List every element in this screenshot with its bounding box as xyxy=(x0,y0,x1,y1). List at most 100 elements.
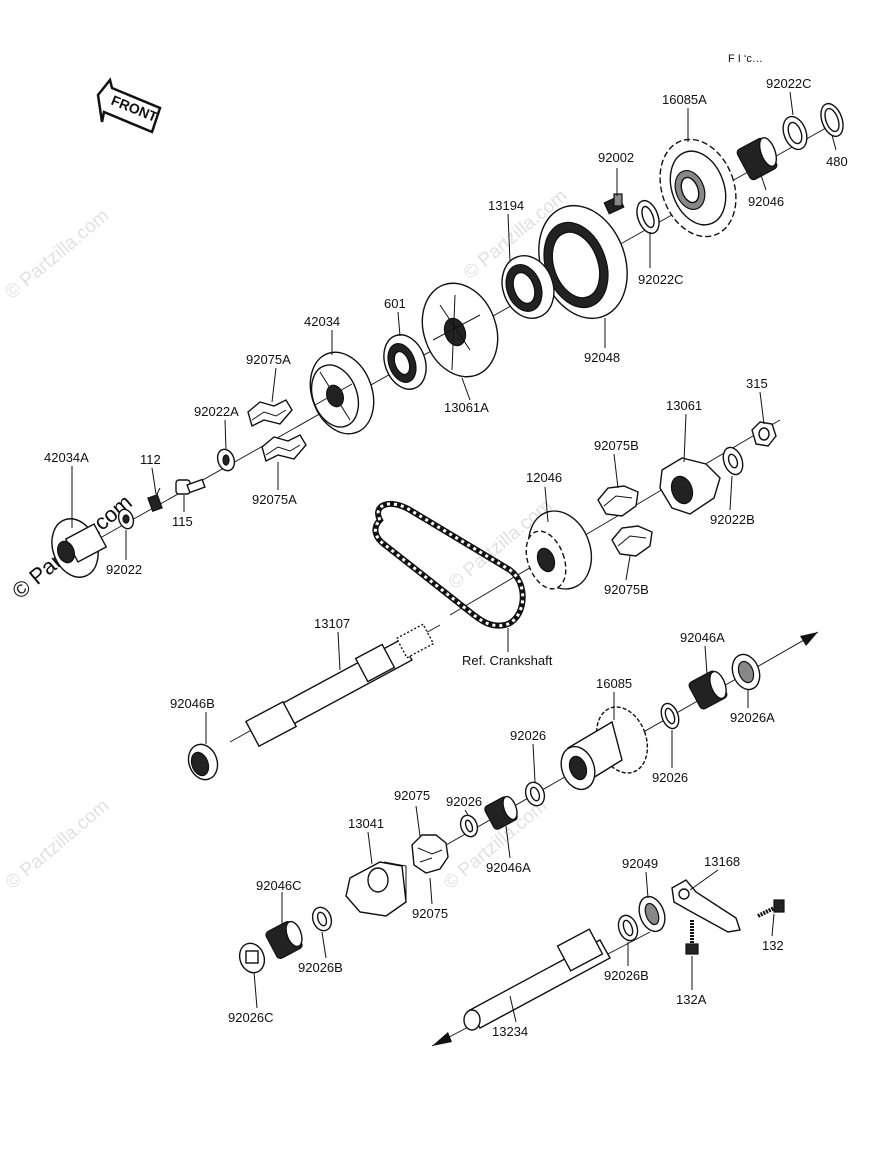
label-132A: 132A xyxy=(676,992,707,1007)
label-92026A: 92026A xyxy=(730,710,775,725)
axis-arrow-upper xyxy=(800,632,818,646)
axis-arrow-lower xyxy=(432,1032,452,1046)
label-92075B-bottom: 92075B xyxy=(604,582,649,597)
label-92026-b: 92026 xyxy=(446,794,482,809)
cam-13041 xyxy=(345,861,407,917)
needle-bearing-92046C xyxy=(265,920,303,960)
watermark-1: © Partzilla.com xyxy=(2,205,114,303)
label-92046B: 92046B xyxy=(170,696,215,711)
needle-bearing-92046A-right xyxy=(688,670,728,710)
label-92075A-bottom: 92075A xyxy=(252,492,297,507)
plate-13061A xyxy=(421,282,499,378)
label-12046: 12046 xyxy=(526,470,562,485)
label-115: 115 xyxy=(172,514,193,529)
clutch-13194 xyxy=(501,255,555,319)
hub-13061 xyxy=(659,457,721,515)
bolt-92002 xyxy=(603,193,625,215)
bolt-115 xyxy=(175,478,206,495)
label-92026-a: 92026 xyxy=(510,728,546,743)
ball-bearing-601 xyxy=(383,334,427,390)
bolt-132 xyxy=(757,899,785,918)
drive-chain xyxy=(372,500,526,629)
label-92022C-top: 92022C xyxy=(766,76,812,91)
circlip-480 xyxy=(820,102,844,138)
label-13194: 13194 xyxy=(488,198,524,213)
label-13061: 13061 xyxy=(666,398,702,413)
label-13234: 13234 xyxy=(492,1024,528,1039)
label-16085: 16085 xyxy=(596,676,632,691)
washer-92026B-right xyxy=(617,914,639,942)
gear-16085 xyxy=(560,706,649,791)
damper-92075B-bottom xyxy=(611,525,653,557)
needle-bearing-92046 xyxy=(736,137,778,181)
label-92048: 92048 xyxy=(584,350,620,365)
sheet-code: F I ‘c… xyxy=(728,53,763,65)
label-92075A-top: 92075A xyxy=(246,352,291,367)
label-92026B-left: 92026B xyxy=(298,960,343,975)
label-13041: 13041 xyxy=(348,816,384,831)
seal-92026C xyxy=(238,942,266,974)
label-92026B-right: 92026B xyxy=(604,968,649,983)
damper-92075B-top xyxy=(597,485,639,517)
bolt-132A xyxy=(685,920,699,955)
shaft-13234 xyxy=(463,928,611,1031)
bolt-112 xyxy=(147,487,163,513)
hub-42034 xyxy=(309,351,375,435)
label-480: 480 xyxy=(826,154,848,169)
label-92022B: 92022B xyxy=(710,512,755,527)
watermark-3: © Partzilla.com xyxy=(2,795,114,893)
label-42034: 42034 xyxy=(304,314,340,329)
needle-bearing-92046A-left xyxy=(484,795,518,830)
label-92075-bottom: 92075 xyxy=(412,906,448,921)
label-92002: 92002 xyxy=(598,150,634,165)
needle-bearing-92046B xyxy=(187,743,219,781)
label-132: 132 xyxy=(762,938,784,953)
shaft-13107 xyxy=(229,623,441,748)
label-112: 112 xyxy=(140,452,161,467)
washer-92022B xyxy=(722,446,744,476)
label-92046A-right: 92046A xyxy=(680,630,725,645)
part-labels: 16085A 92022C 480 92002 92046 13194 9202… xyxy=(44,76,848,1039)
damper-92075A-bottom xyxy=(261,434,307,463)
label-601: 601 xyxy=(384,296,406,311)
housing-92048 xyxy=(538,204,628,320)
label-92046A-left: 92046A xyxy=(486,860,531,875)
damper-92075 xyxy=(411,834,449,874)
label-92046: 92046 xyxy=(748,194,784,209)
flange-42034A xyxy=(51,518,108,578)
sprocket-12046 xyxy=(525,510,593,590)
label-92022: 92022 xyxy=(106,562,142,577)
label-315: 315 xyxy=(746,376,768,391)
washer-92022C-top xyxy=(782,115,808,151)
label-92049: 92049 xyxy=(622,856,658,871)
label-92075: 92075 xyxy=(394,788,430,803)
damper-92075A-top xyxy=(247,399,293,428)
label-42034A: 42034A xyxy=(44,450,89,465)
label-13168: 13168 xyxy=(704,854,740,869)
label-92022A: 92022A xyxy=(194,404,239,419)
washer-92026-mid xyxy=(524,781,546,807)
front-arrow-icon: FRONT xyxy=(96,77,162,134)
label-92046C: 92046C xyxy=(256,878,302,893)
leader-lines xyxy=(71,91,837,1023)
label-92022C-mid: 92022C xyxy=(638,272,684,287)
washer-92026-right xyxy=(660,702,680,730)
crankshaft-ref: Ref. Crankshaft xyxy=(462,653,553,668)
seal-92026A xyxy=(731,653,761,691)
label-92026C: 92026C xyxy=(228,1010,274,1025)
washer-92022C-mid xyxy=(636,199,660,235)
washer-92026-left xyxy=(459,814,479,838)
label-92075B-top: 92075B xyxy=(594,438,639,453)
lever-13168 xyxy=(671,879,741,933)
label-13061A: 13061A xyxy=(444,400,489,415)
washer-92026B-left xyxy=(311,906,333,932)
washer-92022A xyxy=(216,448,236,472)
nut-315 xyxy=(751,421,777,447)
label-13107: 13107 xyxy=(314,616,350,631)
washer-92022 xyxy=(117,508,135,530)
seal-92049 xyxy=(638,895,666,933)
label-92026-c: 92026 xyxy=(652,770,688,785)
sprocket-16085A xyxy=(659,138,737,238)
label-16085A: 16085A xyxy=(662,92,707,107)
